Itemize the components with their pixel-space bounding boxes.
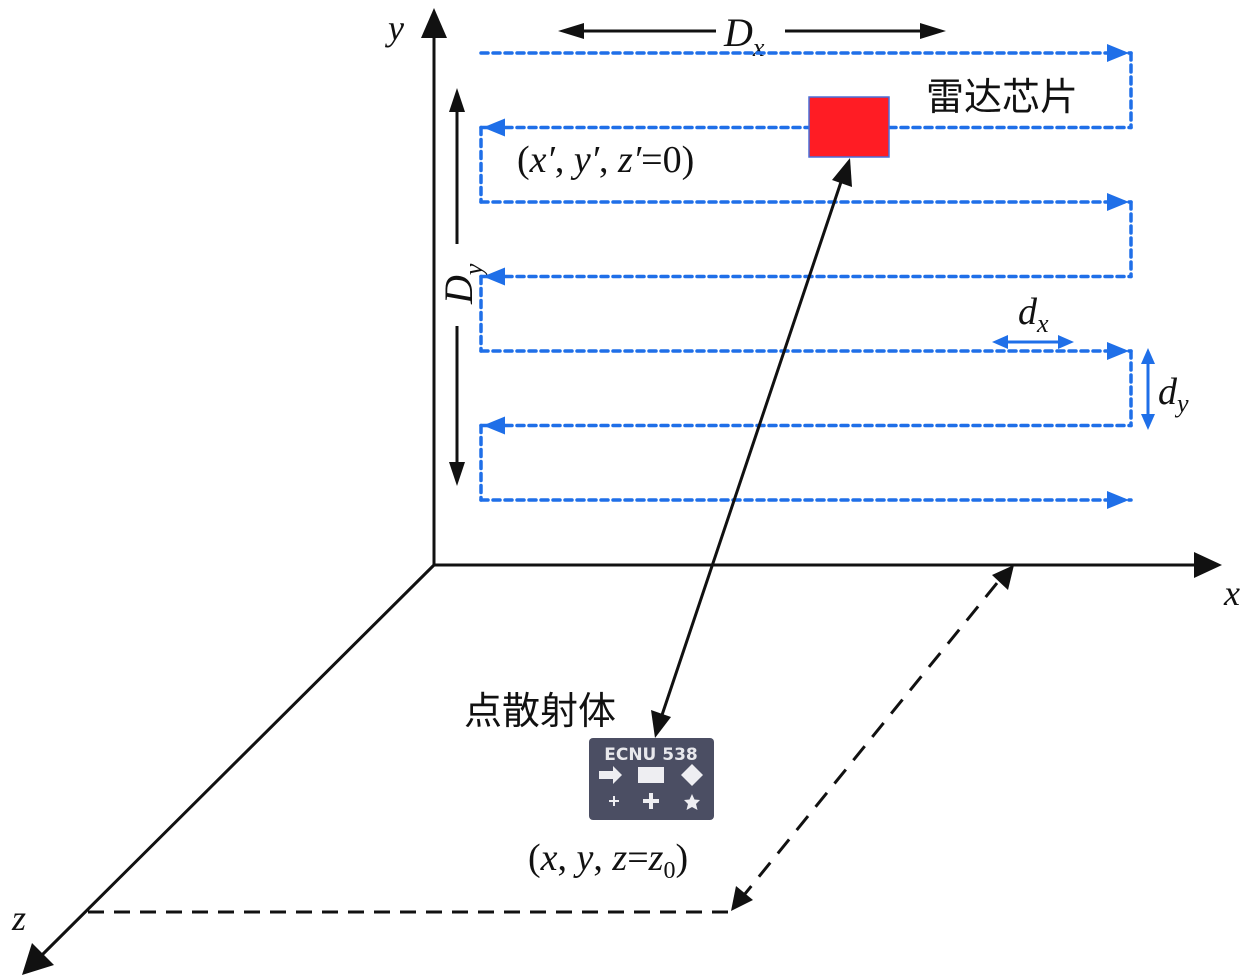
plus-icon — [643, 793, 659, 809]
dy-label: dy — [1158, 371, 1189, 418]
dy-dimension: dy — [1141, 348, 1189, 430]
dx-left-arrowhead — [992, 335, 1008, 349]
dx-right-arrowhead — [1058, 335, 1074, 349]
range-arrowhead-top — [832, 158, 852, 187]
ground-plane — [88, 565, 1014, 914]
Dx-left-arrowhead — [558, 23, 584, 39]
scan-arrow-right-3 — [1107, 193, 1129, 211]
x-axis-arrowhead — [1194, 552, 1222, 578]
radar-chip-label: 雷达芯片 — [926, 75, 1078, 119]
radar-coordinate-label: (x′, y′, z′=0) — [517, 139, 694, 181]
point-scatterer-label: 点散射体 — [464, 689, 616, 733]
target-coordinate-label: (x, y, z=z0) — [528, 837, 688, 884]
scan-arrow-right-7 — [1107, 491, 1129, 509]
scan-arrow-right-1 — [1107, 44, 1129, 62]
badge-title: ECNU 538 — [604, 745, 698, 765]
scatterer-badge: ECNU 538 — [589, 738, 714, 820]
dx-dimension: dx — [992, 291, 1074, 349]
scan-arrow-left-2 — [483, 118, 505, 137]
ground-depth-edge — [738, 571, 1008, 901]
x-axis-label: x — [1223, 573, 1240, 613]
depth-arrowhead-top — [992, 565, 1014, 590]
range-arrowhead-bottom — [651, 710, 671, 738]
Dy-top-arrowhead — [449, 88, 465, 112]
Dx-dimension: Dx — [558, 10, 946, 62]
range-line-segment — [659, 175, 845, 719]
dx-label: dx — [1018, 291, 1049, 338]
star-icon — [684, 794, 700, 810]
rectangle-icon — [638, 767, 664, 783]
z-axis — [40, 563, 436, 957]
dy-top-arrowhead — [1141, 348, 1155, 364]
scan-arrow-left-4 — [483, 267, 505, 286]
depth-arrowhead-bottom — [731, 886, 753, 911]
scan-path — [479, 44, 1133, 509]
Dy-label: Dy — [436, 263, 488, 305]
small-plus-icon — [609, 796, 619, 806]
axes: y x z — [11, 8, 1240, 975]
y-axis-arrowhead — [421, 8, 447, 38]
Dy-dimension: Dy — [436, 88, 488, 486]
arrow-right-icon — [599, 766, 622, 784]
scan-arrow-left-6 — [483, 416, 505, 435]
z-axis-label: z — [11, 898, 26, 938]
Dx-right-arrowhead — [920, 23, 946, 39]
Dy-bottom-arrowhead — [449, 462, 465, 486]
dy-bottom-arrowhead — [1141, 414, 1155, 430]
diamond-icon — [681, 764, 703, 786]
z-axis-arrowhead — [22, 943, 54, 975]
y-axis-label: y — [385, 8, 404, 48]
radar-chip — [808, 96, 890, 158]
range-line — [651, 158, 852, 738]
scan-arrow-right-5 — [1107, 342, 1129, 360]
